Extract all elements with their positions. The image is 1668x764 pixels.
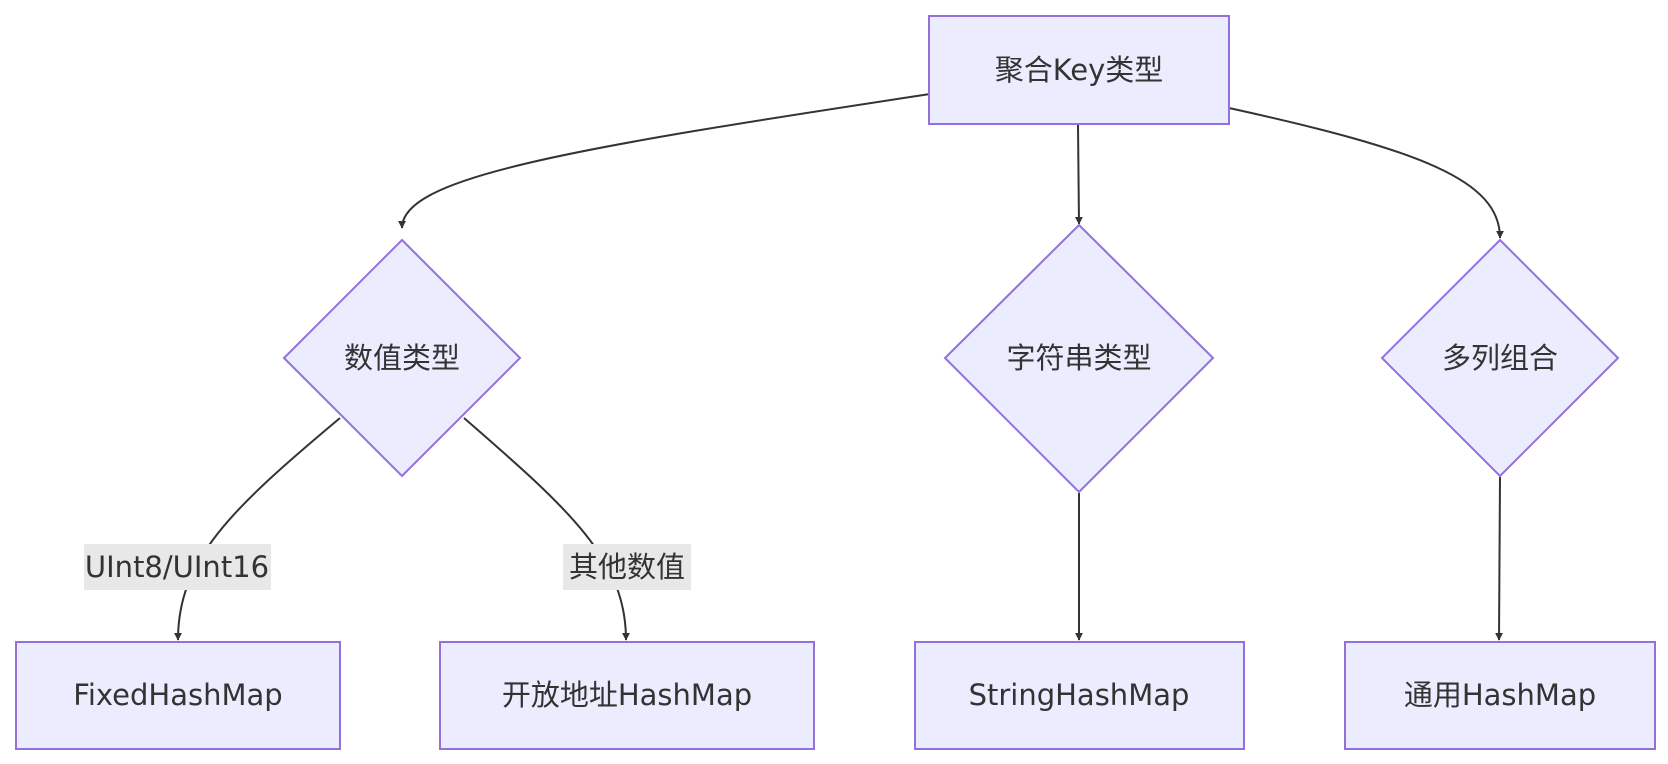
svg-text:其他数值: 其他数值: [569, 550, 685, 584]
svg-text:字符串类型: 字符串类型: [1006, 341, 1151, 375]
svg-text:聚合Key类型: 聚合Key类型: [995, 53, 1164, 87]
edge-label-small-int: UInt8/UInt16: [84, 544, 271, 590]
decision-string: 字符串类型: [943, 223, 1215, 494]
decision-numeric: 数值类型: [282, 238, 522, 478]
svg-text:UInt8/UInt16: UInt8/UInt16: [85, 550, 269, 584]
svg-text:数值类型: 数值类型: [344, 341, 460, 375]
edge-root-string: [1074, 124, 1083, 225]
svg-text:StringHashMap: StringHashMap: [969, 678, 1190, 712]
edge-numeric-open: [463, 417, 630, 641]
edge-label-other-num: 其他数值: [563, 544, 691, 590]
node-root: 聚合Key类型: [928, 15, 1230, 125]
edge-numeric-fixed: [174, 417, 341, 641]
node-general-hashmap: 通用HashMap: [1344, 641, 1656, 750]
node-string-hashmap: StringHashMap: [914, 641, 1245, 750]
svg-text:开放地址HashMap: 开放地址HashMap: [502, 678, 752, 712]
svg-text:FixedHashMap: FixedHashMap: [73, 678, 282, 712]
svg-text:通用HashMap: 通用HashMap: [1404, 678, 1596, 712]
svg-text:多列组合: 多列组合: [1442, 341, 1558, 375]
decision-multi: 多列组合: [1380, 238, 1620, 478]
edge-multi-general: [1495, 476, 1504, 641]
node-fixed-hashmap: FixedHashMap: [15, 641, 341, 750]
edge-root-numeric: [398, 93, 931, 229]
edge-root-multi: [1228, 107, 1504, 239]
node-open-hashmap: 开放地址HashMap: [439, 641, 815, 750]
